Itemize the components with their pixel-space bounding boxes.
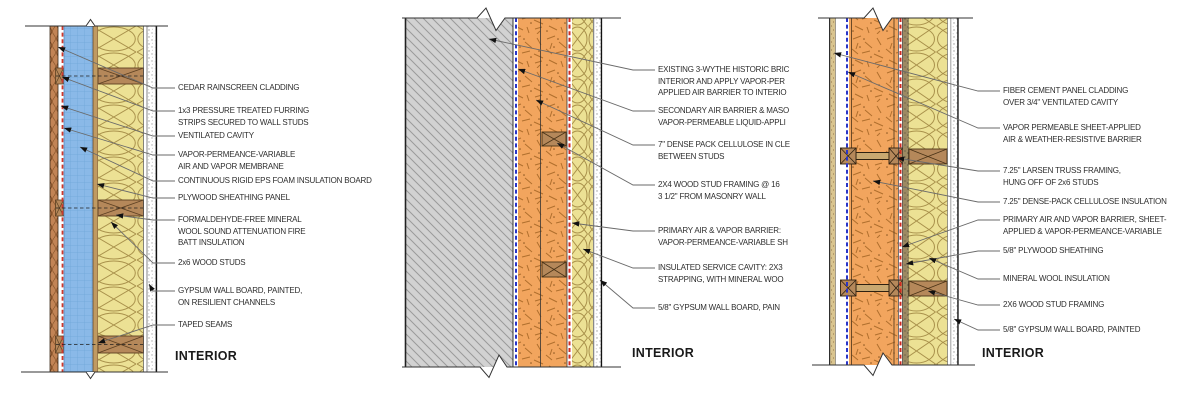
callout-gypsum-board-right: 5/8" GYPSUM WALL BOARD, PAINTED xyxy=(1003,325,1141,334)
right-wall-graphic xyxy=(812,7,1000,377)
interior-label-right: INTERIOR xyxy=(982,346,1045,360)
interior-label-left: INTERIOR xyxy=(175,349,238,363)
callout-mineral-wool-right: MINERAL WOOL INSULATION xyxy=(1003,274,1110,283)
callout-furring-strips: 1x3 PRESSURE TREATED FURRING STRIPS SECU… xyxy=(178,106,310,127)
callout-fiber-cement-cladding: FIBER CEMENT PANEL CLADDING OVER 3/4" VE… xyxy=(1003,86,1129,107)
callout-primary-barrier: PRIMARY AIR & VAPOR BARRIER: VAPOR-PERME… xyxy=(658,226,788,247)
left-wall-graphic xyxy=(21,18,175,380)
callout-dense-pack-cellulose: 7" DENSE PACK CELLULOSE IN CLE BETWEEN S… xyxy=(658,140,790,161)
callout-mineral-wool-batt: FORMALDEHYDE-FREE MINERAL WOOL SOUND ATT… xyxy=(178,215,306,247)
callout-cellulose-insulation: 7.25" DENSE-PACK CELLULOSE INSULATION xyxy=(1003,197,1167,206)
callout-larsen-truss: 7.25" LARSEN TRUSS FRAMING, HUNG OFF OF … xyxy=(1003,166,1121,187)
callout-plywood-sheathing: PLYWOOD SHEATHING PANEL xyxy=(178,193,290,202)
callout-2x4-stud-framing: 2X4 WOOD STUD FRAMING @ 16 3 1/2" FROM M… xyxy=(658,180,780,201)
callout-2x6-stud-framing-right: 2X6 WOOD STUD FRAMING xyxy=(1003,300,1105,309)
callout-taped-seams: TAPED SEAMS xyxy=(178,320,233,329)
callout-wrb-sheet: VAPOR PERMEABLE SHEET-APPLIED AIR & WEAT… xyxy=(1003,123,1142,144)
callout-service-cavity: INSULATED SERVICE CAVITY: 2X3 STRAPPING,… xyxy=(658,263,784,284)
callout-vapor-membrane: VAPOR-PERMEANCE-VARIABLE AIR AND VAPOR M… xyxy=(178,150,296,171)
middle-wall-graphic xyxy=(402,7,655,379)
callout-plywood-sheathing-right: 5/8" PLYWOOD SHEATHING xyxy=(1003,246,1104,255)
callout-primary-barrier-right: PRIMARY AIR AND VAPOR BARRIER, SHEET- AP… xyxy=(1003,215,1167,236)
callout-gypsum-board: GYPSUM WALL BOARD, PAINTED, ON RESILIENT… xyxy=(178,286,303,307)
interior-label-middle: INTERIOR xyxy=(632,346,695,360)
callout-gypsum-board-mid: 5/8" GYPSUM WALL BOARD, PAIN xyxy=(658,303,780,312)
callout-eps-foam-board: CONTINUOUS RIGID EPS FOAM INSULATION BOA… xyxy=(178,176,372,185)
callout-cedar-cladding: CEDAR RAINSCREEN CLADDING xyxy=(178,83,300,92)
callout-existing-brick: EXISTING 3-WYTHE HISTORIC BRIC INTERIOR … xyxy=(658,65,790,97)
callout-ventilated-cavity: VENTILATED CAVITY xyxy=(178,131,254,140)
callout-secondary-barrier: SECONDARY AIR BARRIER & MASO VAPOR-PERME… xyxy=(658,106,790,127)
callout-2x6-wood-studs: 2x6 WOOD STUDS xyxy=(178,258,246,267)
